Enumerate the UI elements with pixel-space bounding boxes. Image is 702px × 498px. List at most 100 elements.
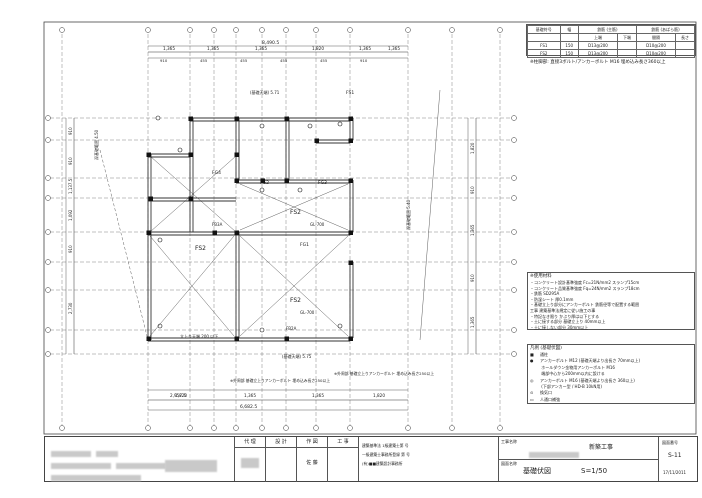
table-row: FS2 150 D13@200 D10@200 xyxy=(527,49,695,58)
post-icon xyxy=(188,116,193,121)
dimension-text: 1,820 xyxy=(312,46,324,51)
grid-bubble xyxy=(45,259,51,265)
plan-label: ※外周部 基礎立上りアンカーボルト 埋め込み長さ250以上 xyxy=(334,371,434,376)
grid-bubble xyxy=(45,287,51,293)
dimension-text: 1,365 xyxy=(255,46,267,51)
role-label: 工 事 xyxy=(337,439,349,445)
grid-bubble xyxy=(211,425,217,431)
spec-note-line: ・コンクリート品質基準強度 Fq=24N/mm2 スランプ18cm xyxy=(530,285,640,291)
legend-symbol-icon: ■ xyxy=(530,352,534,357)
role-label: 設 計 xyxy=(266,437,297,447)
dimension-text: 1,365 xyxy=(207,46,219,51)
plan-label: FG1 xyxy=(300,242,309,248)
anchor-bolt-icon xyxy=(177,147,183,153)
grid-bubble xyxy=(347,27,353,33)
anchor-bolt-icon xyxy=(259,187,265,193)
grid-bubble xyxy=(259,27,265,33)
post-icon xyxy=(188,196,193,201)
post-icon xyxy=(234,116,239,121)
plan-label: GL-700 xyxy=(300,310,315,315)
grid-bubble xyxy=(511,137,517,143)
grid-bubble xyxy=(187,27,193,33)
plan-label: ※外周部 基礎立上りアンカーボルト 埋め込み長さ250以上 xyxy=(230,378,330,383)
plan-label: GL-700 xyxy=(310,222,325,227)
legend-text: 通柱 xyxy=(540,352,548,357)
post-icon xyxy=(234,230,239,235)
spec-note-line: ・コンクリート設計基準強度 Fc=21N/mm2 スランプ15cm xyxy=(530,280,640,285)
spec-notes-title: ※使用材料 xyxy=(530,274,552,279)
legend-item: ●アンカーボルト M12 (基礎天端より出長さ 70mm以上) xyxy=(530,358,692,364)
dimension-text: 1,820 xyxy=(373,393,385,398)
grid-bubble xyxy=(347,425,353,431)
th-top: 上端 xyxy=(577,33,619,42)
dimension-text: 1,365 xyxy=(359,46,371,51)
spec-note-line: ・防湿シート 厚0.1mm xyxy=(530,296,574,302)
anchor-note: ※柱脚部: 直接3ボルト/アンカーボルト M16 埋め込み長さ360以上 xyxy=(530,60,666,65)
slab-diagonal xyxy=(239,235,349,337)
post-icon xyxy=(284,336,289,341)
post-icon xyxy=(314,138,319,143)
dimension-text: 1,365 xyxy=(312,393,324,398)
spec-notes: ※使用材料 ・コンクリート設計基準強度 Fc=21N/mm2 スランプ15cm・… xyxy=(527,272,695,330)
role-value xyxy=(266,448,297,482)
dimension-text: 455 xyxy=(320,58,328,63)
spec-note-line: 工事 建築基準法規定に従い施工の事 xyxy=(530,307,596,313)
grid-bubble xyxy=(45,229,51,235)
plan-label: (基礎天端) 5.75 xyxy=(282,353,312,359)
post-icon xyxy=(234,336,239,341)
post-icon xyxy=(234,152,239,157)
legend-symbol-icon: ● xyxy=(530,358,534,364)
plan-label: 立上り天端 200 以下 xyxy=(180,333,218,339)
post-icon xyxy=(212,230,217,235)
table-row: FS1 150 D13@200 D10@200 xyxy=(527,41,695,50)
th-main: 鉄筋 (主筋) xyxy=(577,25,637,34)
legend-item: ▭人通口補強 xyxy=(530,397,692,403)
project-label: 工事名称 xyxy=(501,439,517,444)
sheet-label: 図面番号 xyxy=(662,440,678,445)
grid-bubble xyxy=(405,27,411,33)
grid-bubble xyxy=(233,27,239,33)
dimension-text: 910 xyxy=(470,274,475,282)
plan-label: FG2 xyxy=(260,180,269,186)
drawing-label: 図面名称 xyxy=(501,461,517,466)
grid-bubble xyxy=(511,195,517,201)
legend-text: アンカーボルト M16 (基礎天端より出長さ 360以上) xyxy=(540,377,635,383)
plan-label: 深基礎範囲 5.40 xyxy=(405,199,411,230)
post-icon xyxy=(348,116,353,121)
dimension-text: 910 xyxy=(470,186,475,194)
legend-text: 端部中心から200mm以内に設ける xyxy=(540,371,605,377)
dimension-text: 8,490.5 xyxy=(262,40,279,46)
grid-bubble xyxy=(511,175,517,181)
legend-lines: ■ 通柱●アンカーボルト M12 (基礎天端より出長さ 70mm以上) ホールダウ… xyxy=(530,352,692,403)
grid-bubble xyxy=(187,425,193,431)
dimension-text: 1,365 xyxy=(470,316,475,328)
legend-item: 端部中心から200mm以内に設ける xyxy=(530,371,692,377)
legend-text: ホールダウン金物用アンカーボルト M16 xyxy=(540,364,615,370)
dimension-text: 6,682.5 xyxy=(240,404,257,410)
roles-cell: 代 理設 計作 図工 事 佐 藤 xyxy=(235,437,359,482)
anchor-bolt-icon xyxy=(297,187,303,193)
title-note: 一級建築士事務所登録 第 号 xyxy=(362,452,410,457)
grid-bubble xyxy=(45,195,51,201)
grid-bubble xyxy=(497,425,503,431)
legend-symbol-icon: ◎ xyxy=(530,377,534,383)
post-icon xyxy=(234,178,239,183)
anchor-bolt-icon xyxy=(259,327,265,333)
grid-bubble xyxy=(497,27,503,33)
grid-bubble xyxy=(211,27,217,33)
title-note: 建築基準法 1級建築士第 号 xyxy=(362,443,409,448)
plan-label: (基礎天端) 5.71 xyxy=(250,89,280,95)
grid-bubble xyxy=(283,425,289,431)
cell: 150 xyxy=(559,41,579,50)
grid-bubble xyxy=(511,327,517,333)
post-icon xyxy=(260,178,265,183)
grid-bubble xyxy=(59,425,65,431)
dimension-text: 455 xyxy=(280,58,288,63)
dimension-line xyxy=(419,89,441,341)
grid-bubble xyxy=(145,27,151,33)
spec-note-line: ・土に接する部分 基礎立上り 40mm以上 xyxy=(530,319,606,325)
dimension-text: 1,137.5 xyxy=(68,178,73,194)
legend-title: 凡例 (基礎伏図) xyxy=(530,346,562,351)
dimension-text: 910 xyxy=(360,58,368,63)
